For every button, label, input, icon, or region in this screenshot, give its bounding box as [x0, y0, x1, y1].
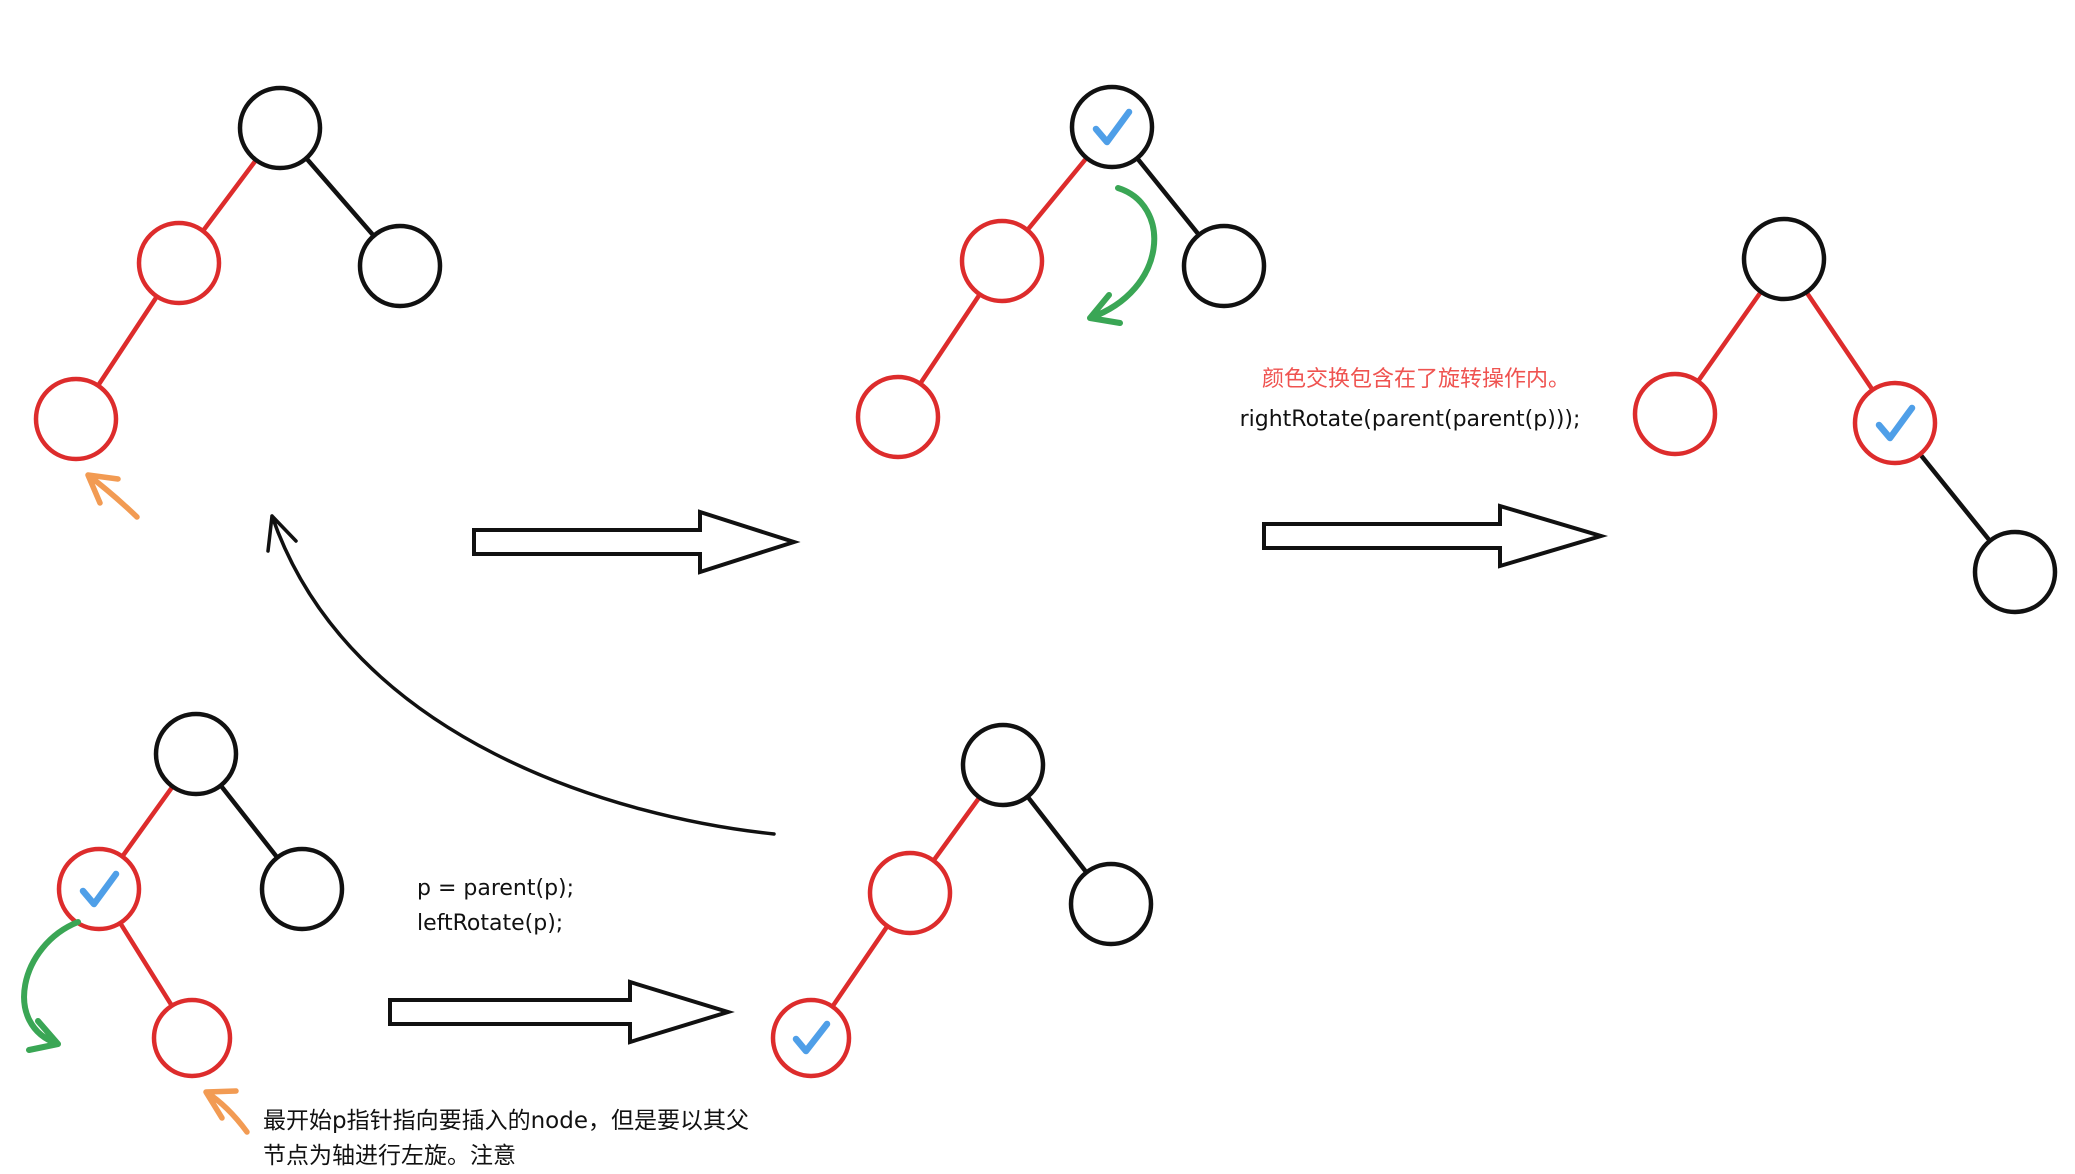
node-left-red: [136, 220, 222, 306]
node-right-black: [357, 223, 443, 309]
node-rightright-black: [1972, 529, 2058, 615]
node-right-black: [259, 846, 345, 932]
orange-pointer-arrow: [85, 472, 140, 520]
insert-note-line2: 节点为轴进行左旋。注意: [263, 1143, 516, 1169]
hollow-arrow-bottom: [388, 979, 735, 1045]
hollow-arrow-top-1: [472, 509, 801, 575]
orange-pointer-arrow: [203, 1088, 250, 1135]
node-right-black: [1068, 861, 1154, 947]
node-root-black: [153, 711, 239, 797]
green-rotate-arrow: [21, 919, 81, 1053]
node-left-red-checked: [56, 846, 142, 932]
node-inserted-red: [151, 997, 233, 1079]
node-leftleft-red-checked: [770, 997, 852, 1079]
node-root-black: [960, 722, 1046, 808]
node-root-black: [237, 85, 323, 171]
node-root-black: [1741, 216, 1827, 302]
tree-top-left: [33, 85, 443, 520]
hollow-arrow-top-2: [1262, 503, 1609, 569]
color-swap-note: 颜色交换包含在了旋转操作内。: [1262, 367, 1570, 392]
curved-flow-arrow: [266, 514, 776, 836]
node-leftleft-red: [855, 374, 941, 460]
left-rotate-code: leftRotate(p);: [417, 911, 563, 936]
node-root-black-checked: [1069, 84, 1155, 170]
right-rotate-code: rightRotate(parent(parent(p)));: [1240, 407, 1581, 432]
blue-check-icon: [79, 870, 120, 908]
blue-check-icon: [1875, 404, 1916, 442]
node-left-red: [959, 218, 1045, 304]
tree-top-right: [1632, 216, 2058, 615]
blue-check-icon: [1092, 108, 1133, 146]
p-assign-code: p = parent(p);: [417, 876, 574, 901]
node-right-red-checked: [1852, 380, 1938, 466]
tree-top-middle: [855, 84, 1267, 460]
tree-bottom-middle: [770, 722, 1154, 1079]
blue-check-icon: [792, 1020, 831, 1055]
node-right-black: [1181, 223, 1267, 309]
node-left-red: [867, 850, 953, 936]
node-leftleft-red: [33, 376, 119, 462]
tree-bottom-left: [21, 711, 345, 1135]
green-rotate-arrow: [1087, 185, 1158, 326]
insert-note-line1: 最开始p指针指向要插入的node，但是要以其父: [263, 1108, 749, 1134]
node-left-red: [1632, 371, 1718, 457]
